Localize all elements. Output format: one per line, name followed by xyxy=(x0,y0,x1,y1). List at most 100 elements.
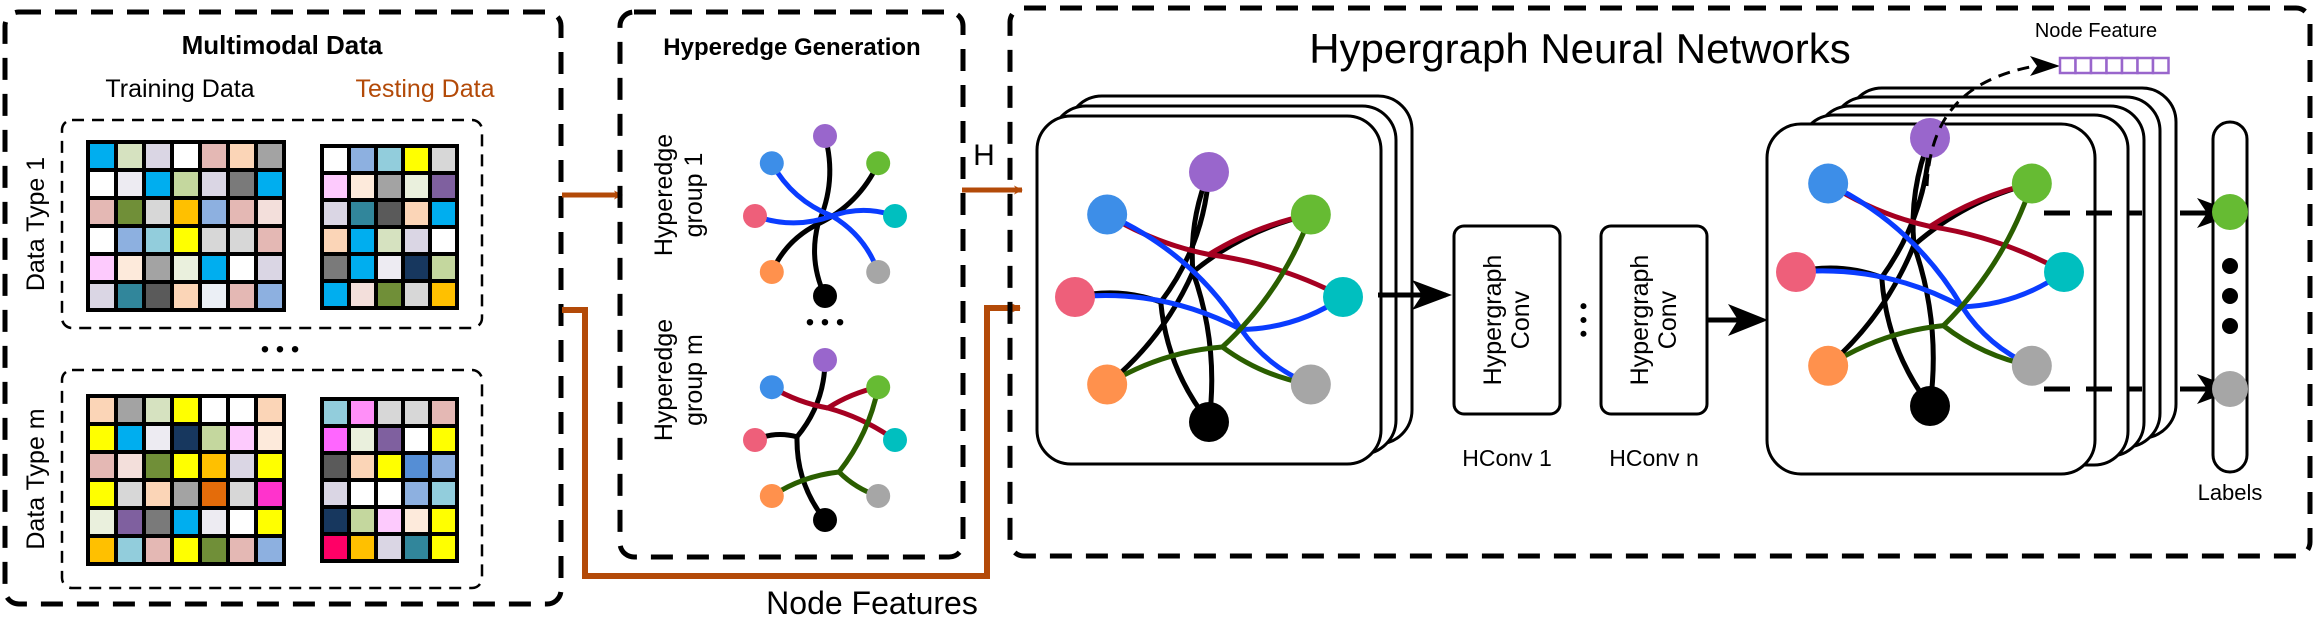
feature-cell xyxy=(2136,56,2155,75)
node-gray xyxy=(866,260,891,284)
grid-cell xyxy=(90,228,114,252)
hyperedge-group-1-graph xyxy=(743,124,907,308)
hconv-n-caption: HConv n xyxy=(1609,445,1698,471)
grid-cell xyxy=(230,200,254,224)
grid-cell xyxy=(378,509,401,532)
grid-cell xyxy=(146,538,170,562)
feature-cell xyxy=(2058,56,2077,75)
node-blue xyxy=(759,375,784,400)
hyperedge-group-m-line2: group m xyxy=(680,334,708,426)
grid-cell xyxy=(324,428,347,451)
labels-ellipsis-dot xyxy=(2222,288,2238,304)
grid-cell xyxy=(378,229,401,252)
grid-cell xyxy=(174,538,198,562)
grid-cell xyxy=(90,426,114,450)
grid-cell xyxy=(351,401,374,424)
node-black xyxy=(1189,402,1229,442)
hyperedge-group-m-graph xyxy=(743,348,907,532)
grid-cell xyxy=(405,256,428,279)
node-feature-arrowhead xyxy=(2030,56,2060,76)
grid-cell xyxy=(146,144,170,168)
hconv-1-caption: HConv 1 xyxy=(1462,445,1551,471)
grid-cell xyxy=(405,401,428,424)
grid-cell xyxy=(324,401,347,424)
grid-cell xyxy=(146,200,170,224)
grid-cell xyxy=(324,229,347,252)
node-blue xyxy=(759,151,784,176)
grid-cell xyxy=(202,454,226,478)
node-features-label: Node Features xyxy=(766,585,978,621)
grid-cell xyxy=(351,256,374,279)
grid-cell xyxy=(378,283,401,306)
grid-cell xyxy=(174,172,198,196)
node-orange xyxy=(1808,345,1849,386)
grid-cell xyxy=(258,200,282,224)
grid-cell xyxy=(432,256,455,279)
grid-cell xyxy=(202,510,226,534)
grid-cell xyxy=(258,398,282,422)
data-type-1-label: Data Type 1 xyxy=(22,157,50,291)
grid-cell xyxy=(174,144,198,168)
grid-cell xyxy=(351,229,374,252)
labels-ellipsis-dot xyxy=(2222,258,2238,274)
grid-cell xyxy=(118,284,142,308)
grid-cell xyxy=(90,482,114,506)
hgnn-panel: Hypergraph Neural Networks Hypergraph Co… xyxy=(1007,5,2313,559)
grid-cell xyxy=(174,454,198,478)
grid-cell xyxy=(174,284,198,308)
data-type-1-box xyxy=(60,118,484,330)
node-gray xyxy=(1290,364,1331,405)
feature-cell xyxy=(2089,56,2108,75)
grid-cell xyxy=(202,398,226,422)
grid-cell xyxy=(405,202,428,225)
node-pink xyxy=(1776,252,1816,292)
node-cyan xyxy=(883,428,907,452)
hyperedge-blue xyxy=(1072,293,1244,332)
grid-cell xyxy=(230,284,254,308)
grid-cell xyxy=(146,228,170,252)
grid-cell xyxy=(378,401,401,424)
grid-cell xyxy=(258,256,282,280)
grid-cell xyxy=(146,398,170,422)
grid-cell xyxy=(258,284,282,308)
labels-caption: Labels xyxy=(2198,480,2263,505)
input-hypergraph xyxy=(1055,152,1363,442)
grid-cell xyxy=(146,510,170,534)
node-pink xyxy=(1055,277,1095,317)
training-data-label: Training Data xyxy=(105,75,254,103)
node-pink xyxy=(743,204,767,228)
grid-cell xyxy=(202,228,226,252)
hyperedge-group-1-line1: Hyperedge xyxy=(650,134,678,256)
hgnn-panel-border xyxy=(1007,5,2313,559)
node-features-connector xyxy=(562,303,1021,579)
grid-cell xyxy=(174,482,198,506)
node-green xyxy=(866,375,891,400)
grid-cell xyxy=(405,283,428,306)
feature-cell xyxy=(2151,56,2170,75)
grid-cell xyxy=(351,536,374,559)
node-gray xyxy=(866,484,891,508)
grid-cell xyxy=(351,202,374,225)
hyperedge-group-1-line2: group 1 xyxy=(680,153,708,238)
connectors: Node Features H xyxy=(562,139,1023,621)
node-green xyxy=(866,151,891,176)
grid-cell xyxy=(351,509,374,532)
grid-cell xyxy=(258,454,282,478)
grid-cell xyxy=(146,256,170,280)
grid-cell xyxy=(146,426,170,450)
label-gray xyxy=(2212,371,2248,407)
grid-cell xyxy=(146,284,170,308)
node-orange xyxy=(759,484,784,508)
node-blue xyxy=(1087,194,1128,235)
node-purple xyxy=(813,124,837,148)
grid-cell xyxy=(118,398,142,422)
grid-cell xyxy=(202,538,226,562)
node-cyan xyxy=(2044,252,2084,292)
grid-cell xyxy=(324,509,347,532)
grid-cell xyxy=(174,510,198,534)
training-grid-type-m xyxy=(86,394,286,566)
output-hypergraph xyxy=(1776,118,2084,426)
grid-cell xyxy=(432,455,455,478)
grid-cell xyxy=(378,482,401,505)
